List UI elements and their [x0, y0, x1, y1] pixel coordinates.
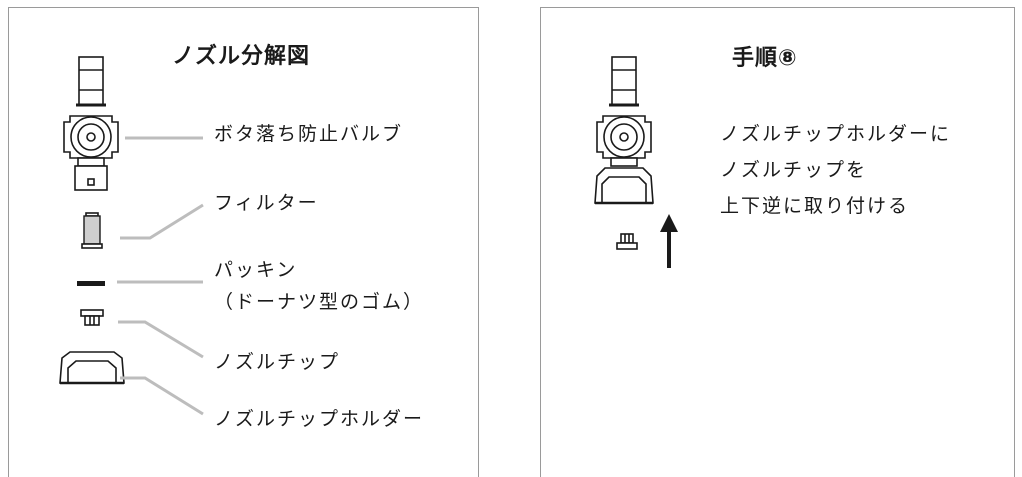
instruction-line: ノズルチップホルダーに	[720, 123, 952, 145]
label-packing: パッキン	[214, 259, 298, 281]
diagram-drawings	[59, 56, 678, 416]
instruction-line: ノズルチップを	[720, 159, 868, 181]
label-valve: ボタ落ち防止バルブ	[214, 123, 404, 145]
label-filter: フィルター	[214, 192, 319, 214]
label-nozzle-tip: ノズルチップ	[214, 351, 341, 373]
label-packing-note: （ドーナツ型のゴム）	[214, 291, 425, 313]
up-arrow-icon	[660, 214, 678, 268]
label-tip-holder: ノズルチップホルダー	[214, 408, 425, 430]
step-title: 手順⑧	[732, 46, 798, 71]
leader-lines	[117, 136, 204, 416]
tip-holder-illustration	[59, 351, 125, 385]
instruction-line: 上下逆に取り付ける	[720, 195, 910, 217]
assembly-step-illustration	[594, 56, 654, 205]
nozzle-tip-illustration	[80, 309, 104, 326]
filter-illustration	[81, 212, 103, 249]
inverted-nozzle-tip-illustration	[616, 233, 638, 250]
step-instructions: ノズルチップホルダーに ノズルチップを 上下逆に取り付ける	[720, 116, 951, 224]
valve-assembly-illustration	[63, 56, 119, 191]
exploded-view-title: ノズル分解図	[172, 44, 311, 69]
packing-illustration	[77, 281, 105, 286]
